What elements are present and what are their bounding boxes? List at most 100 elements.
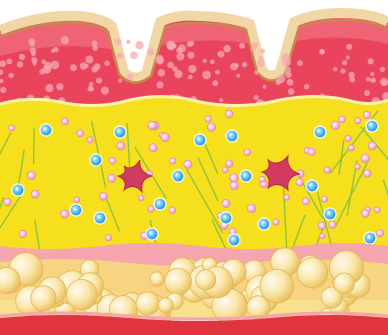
pink-particle bbox=[169, 207, 176, 214]
texture-dot bbox=[70, 64, 77, 71]
texture-dot bbox=[319, 49, 325, 55]
texture-dot bbox=[61, 36, 69, 44]
texture-dot bbox=[85, 64, 89, 68]
texture-dot bbox=[263, 85, 267, 89]
texture-dot bbox=[17, 61, 23, 67]
pink-particle bbox=[27, 171, 35, 179]
texture-dot bbox=[30, 42, 35, 47]
blue-particle bbox=[228, 234, 240, 246]
texture-dot bbox=[342, 60, 347, 65]
pink-particle bbox=[318, 222, 326, 230]
texture-dot bbox=[219, 98, 223, 102]
texture-dot bbox=[9, 73, 14, 78]
pink-particle bbox=[100, 192, 108, 200]
texture-dot bbox=[135, 41, 143, 49]
pink-particle bbox=[376, 230, 383, 237]
fat-cell bbox=[66, 279, 97, 310]
texture-dot bbox=[126, 40, 130, 44]
pink-particle bbox=[320, 233, 326, 239]
texture-dot bbox=[41, 59, 46, 64]
collagen-fiber bbox=[34, 128, 35, 164]
pink-particle bbox=[61, 118, 68, 125]
blue-particle bbox=[306, 180, 318, 192]
texture-dot bbox=[33, 61, 37, 65]
pink-particle bbox=[109, 157, 116, 164]
texture-dot bbox=[285, 72, 292, 79]
fat-cell bbox=[136, 292, 159, 315]
pink-particle bbox=[296, 179, 304, 187]
texture-dot bbox=[277, 74, 286, 83]
texture-dot bbox=[156, 57, 164, 65]
pink-particle bbox=[139, 195, 145, 201]
dermis-layer bbox=[0, 96, 388, 253]
texture-dot bbox=[370, 77, 376, 83]
pink-particle bbox=[321, 196, 327, 202]
texture-dot bbox=[236, 74, 240, 78]
pink-particle bbox=[308, 148, 316, 156]
texture-dot bbox=[346, 44, 352, 50]
pink-particle bbox=[222, 199, 230, 207]
texture-dot bbox=[282, 58, 291, 67]
blue-particle bbox=[258, 218, 270, 230]
pink-particle bbox=[87, 137, 93, 143]
pink-particle bbox=[205, 116, 212, 123]
texture-dot bbox=[210, 59, 215, 64]
blue-particle bbox=[364, 232, 376, 244]
texture-dot bbox=[333, 67, 337, 71]
pink-particle bbox=[244, 149, 251, 156]
texture-dot bbox=[187, 52, 194, 59]
texture-dot bbox=[89, 82, 94, 87]
texture-dot bbox=[366, 77, 371, 82]
texture-dot bbox=[370, 72, 374, 76]
texture-dot bbox=[235, 63, 239, 67]
texture-dot bbox=[53, 47, 59, 53]
texture-dot bbox=[382, 81, 387, 86]
pink-particle bbox=[61, 210, 69, 218]
pink-particle bbox=[161, 133, 170, 142]
texture-dot bbox=[380, 67, 385, 72]
texture-dot bbox=[223, 45, 231, 53]
blue-particle bbox=[146, 228, 158, 240]
pink-particle bbox=[361, 154, 370, 163]
texture-dot bbox=[19, 54, 25, 60]
blue-particle bbox=[314, 126, 326, 138]
pink-particle bbox=[302, 198, 309, 205]
texture-dot bbox=[187, 41, 193, 47]
pink-particle bbox=[363, 111, 370, 118]
blue-particle bbox=[154, 198, 166, 210]
texture-dot bbox=[127, 73, 134, 80]
pink-particle bbox=[374, 207, 380, 213]
texture-dot bbox=[158, 69, 166, 77]
texture-dot bbox=[88, 86, 94, 92]
texture-dot bbox=[104, 61, 110, 67]
texture-dot bbox=[202, 71, 211, 80]
pink-particle bbox=[31, 190, 39, 198]
pink-particle bbox=[273, 219, 279, 225]
texture-dot bbox=[56, 83, 63, 90]
texture-dot bbox=[212, 80, 218, 86]
pink-particle bbox=[331, 121, 339, 129]
texture-dot bbox=[31, 52, 36, 57]
texture-dot bbox=[368, 58, 374, 64]
texture-dot bbox=[166, 41, 175, 50]
pink-particle bbox=[329, 221, 336, 228]
blue-particle bbox=[90, 154, 102, 166]
blue-particle bbox=[240, 170, 252, 182]
texture-dot bbox=[349, 77, 355, 83]
fat-cell bbox=[334, 273, 355, 294]
texture-dot bbox=[188, 65, 196, 73]
pink-particle bbox=[148, 206, 155, 213]
texture-dot bbox=[176, 53, 184, 61]
texture-dot bbox=[364, 90, 370, 96]
pink-particle bbox=[149, 144, 157, 152]
texture-dot bbox=[239, 43, 245, 49]
texture-dot bbox=[215, 70, 220, 75]
texture-dot bbox=[203, 59, 207, 63]
pink-particle bbox=[108, 174, 116, 182]
texture-dot bbox=[156, 81, 163, 88]
texture-dot bbox=[251, 46, 256, 51]
pink-particle bbox=[230, 174, 239, 183]
fat-cell bbox=[158, 298, 173, 313]
blue-particle bbox=[194, 134, 206, 146]
